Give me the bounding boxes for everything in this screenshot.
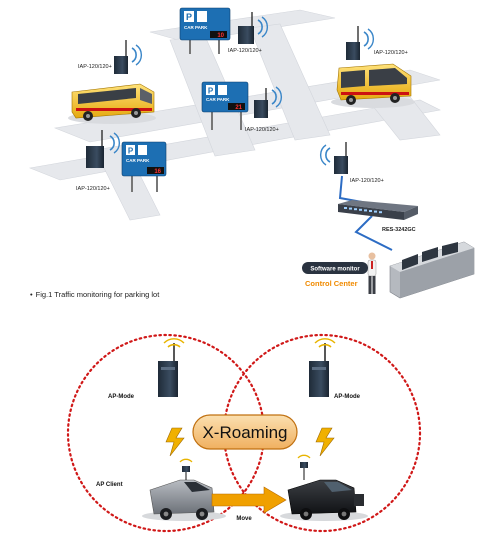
bus-right (331, 63, 415, 108)
roaming-label: X-Roaming (202, 423, 287, 442)
roaming-badge (192, 414, 298, 450)
truck-client (142, 458, 226, 521)
parking-sign-2: P CAR PARK 21 (201, 81, 249, 130)
sign-p-letter: P (128, 147, 134, 156)
device-label: IAP-120/120+ (76, 186, 110, 192)
ap-client-label: AP Client (96, 482, 123, 488)
access-point-icon (86, 130, 120, 168)
access-point-icon (254, 86, 282, 118)
sign-count: 21 (235, 105, 242, 111)
access-point-icon (114, 40, 142, 74)
parking-sign-1: P CAR PARK 10 (179, 7, 231, 54)
sign-title: CAR PARK (126, 158, 150, 163)
access-point-icon (309, 338, 336, 397)
switch-label: RES-3242GC (382, 227, 416, 233)
device-label: IAP-120/120+ (228, 48, 262, 54)
access-point-icon (346, 26, 374, 60)
control-center-label: Control Center (305, 279, 358, 288)
software-monitor-pill (302, 262, 368, 274)
move-label: Move (236, 516, 252, 522)
move-arrow-icon (211, 486, 287, 514)
bus-left (68, 83, 156, 124)
ap-mode-label-right: AP-Mode (334, 394, 361, 400)
access-point-icon (158, 338, 185, 397)
network-switch-icon (338, 200, 418, 220)
access-point-icon (320, 142, 348, 174)
control-center-console (389, 241, 475, 299)
truck-black (280, 454, 368, 521)
sign-p-letter: P (186, 12, 192, 22)
access-point-icon (238, 12, 268, 44)
sign-title: CAR PARK (184, 25, 208, 30)
caption-bullet: • (30, 290, 33, 299)
operator-person-icon (367, 252, 377, 294)
lightning-icon (165, 427, 185, 457)
caption-text: Fig.1 Traffic monitoring for parking lot (35, 290, 160, 299)
parking-sign-3: P CAR PARK 16 (121, 141, 167, 192)
software-monitor-label: Software monitor (310, 267, 360, 273)
sign-title: CAR PARK (206, 97, 230, 102)
network-cable (354, 215, 393, 251)
figure-caption: •Fig.1 Traffic monitoring for parking lo… (30, 290, 159, 299)
device-label: IAP-120/120+ (245, 127, 279, 133)
device-label: IAP-120/120+ (78, 64, 112, 70)
device-label: IAP-120/120+ (374, 50, 408, 56)
sign-count: 16 (154, 169, 161, 175)
lightning-icon (315, 427, 335, 457)
device-label: IAP-120/120+ (350, 178, 384, 184)
sign-count: 10 (217, 33, 224, 39)
sign-p-letter: P (208, 87, 214, 96)
ap-mode-label-left: AP-Mode (108, 394, 135, 400)
